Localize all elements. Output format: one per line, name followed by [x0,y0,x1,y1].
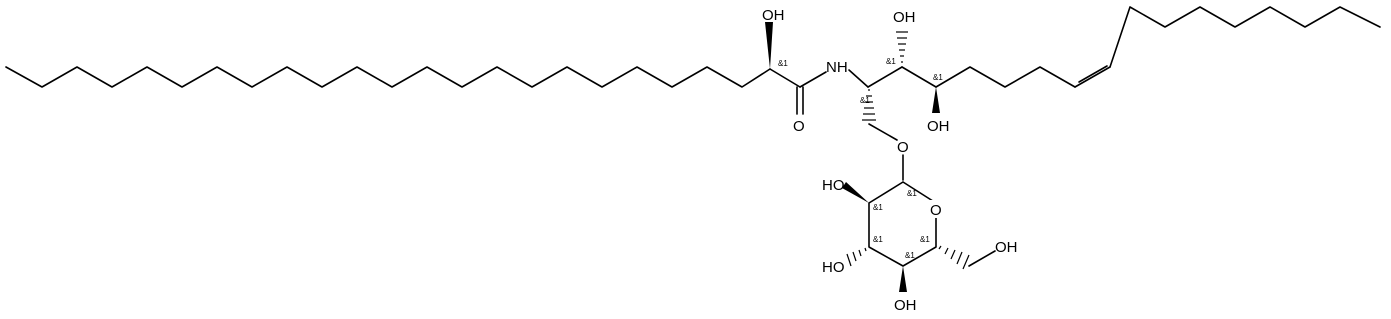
c2-to-c3-bond [867,66,903,88]
c3-hash-bond [896,31,908,63]
c2-stereo-mark: &1 [860,96,870,105]
fatty-acyl-chain [5,66,771,88]
c3-hydroxyl-label: OH [893,9,916,26]
ch2-to-glycosidic-oxygen-bond [868,123,898,141]
alpha-hydroxyl-label: OH [762,7,785,24]
nitrogen-to-c2-bond [848,69,869,88]
c2-hash-bond [862,89,876,121]
sugar-c5-hash-bond [938,245,970,270]
sugar-c4-hydroxyl-label: OH [894,297,917,314]
sugar-c2-stereo-mark: &1 [873,203,883,212]
alpha-stereo-mark: &1 [778,59,788,68]
cis-double-bond-2 [1078,65,1108,83]
sphingoid-chain-a [935,66,1076,88]
c3-to-c4-bond [901,66,937,88]
carbonyl-to-nitrogen-bond [799,71,827,88]
c4-hydroxyl-label: OH [927,118,950,135]
sugar-c4-oh-wedge [899,266,907,292]
alpha-to-carbonyl-bond [769,68,801,88]
sphingoid-chain-b [1109,6,1381,68]
ring-oxygen-label: O [930,202,942,219]
carbonyl-oxygen-label: O [793,118,805,135]
glycosidic-oxygen-label: O [897,139,909,156]
cis-double-bond-1 [1074,66,1111,88]
sugar-c2-oh-wedge [842,182,869,203]
anomeric-stereo-mark: &1 [907,189,917,198]
sugar-c5-stereo-mark: &1 [920,235,930,244]
sugar-ring [868,181,937,267]
sugar-c6-hydroxyl-label: OH [995,239,1018,256]
alpha-oh-wedge [765,22,773,69]
ring-oxygen-mask [926,200,946,218]
c4-stereo-mark: &1 [933,73,943,82]
sugar-c2-hydroxyl-label: HO [822,177,845,194]
c3-stereo-mark: &1 [886,57,896,66]
sugar-c4-stereo-mark: &1 [905,251,915,260]
sugar-c3-stereo-mark: &1 [873,235,883,244]
ch2-to-oh6-bond [968,250,996,267]
sugar-c3-hydroxyl-label: HO [822,259,845,276]
c4-oh-wedge [932,87,940,113]
amide-nh-label: NH [826,59,848,76]
sugar-c3-hash-bond [846,247,867,267]
